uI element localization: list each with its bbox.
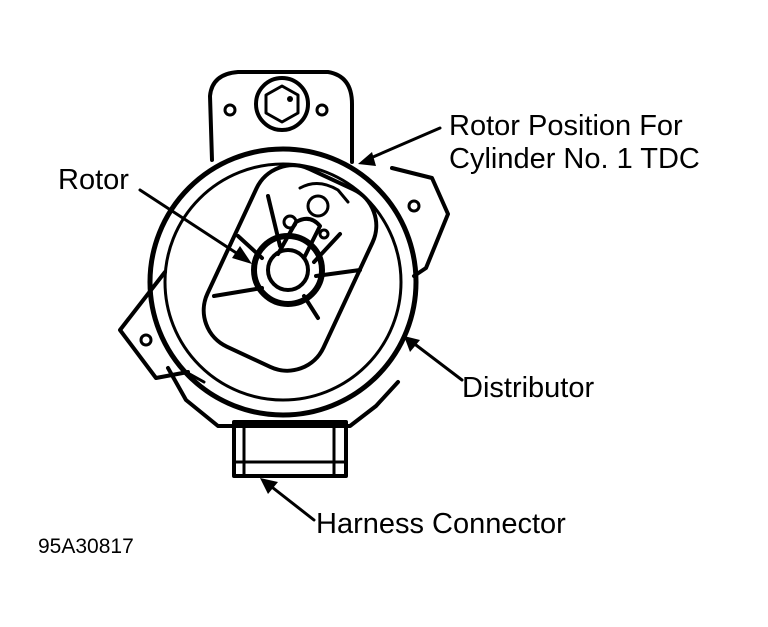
distributor-leader	[410, 340, 464, 382]
harness-connector-body	[232, 420, 348, 478]
arrow-heads	[232, 152, 420, 494]
harness-arrowhead	[260, 478, 278, 494]
right-flange-hole	[407, 199, 421, 213]
lower-body	[166, 366, 400, 428]
housing-inner-ring	[163, 162, 403, 402]
right-flange	[390, 166, 450, 278]
rotor-position-arrowhead	[358, 152, 376, 166]
rotor-arrowhead	[232, 246, 252, 264]
rotor-tip-circle	[306, 194, 330, 218]
left-flange-hole	[139, 333, 153, 347]
hold-down-bolt	[254, 76, 310, 132]
tab-hole-left	[223, 103, 237, 117]
top-mounting-tab	[208, 70, 354, 164]
rotor-leader	[138, 188, 246, 260]
rotor-contact	[318, 228, 330, 240]
housing-outer-ring	[147, 146, 419, 418]
distributor-label: Distributor	[462, 372, 595, 404]
harness-leader	[266, 482, 316, 522]
harness-connector-label: Harness Connector	[316, 508, 566, 540]
tab-hole-right	[315, 103, 329, 117]
rotor-label: Rotor	[58, 164, 129, 196]
rotor-position-leader	[364, 126, 442, 162]
rotor-position-label-line1: Rotor Position For	[449, 110, 683, 142]
leader-lines	[138, 126, 464, 522]
rotor-position-label-line2: Cylinder No. 1 TDC	[449, 143, 700, 175]
rotor-cavity	[201, 163, 379, 373]
rotor-pin	[282, 214, 298, 230]
rotor-shaft	[266, 248, 310, 292]
distributor-arrowhead	[404, 336, 420, 352]
figure-code: 95A30817	[38, 535, 134, 558]
